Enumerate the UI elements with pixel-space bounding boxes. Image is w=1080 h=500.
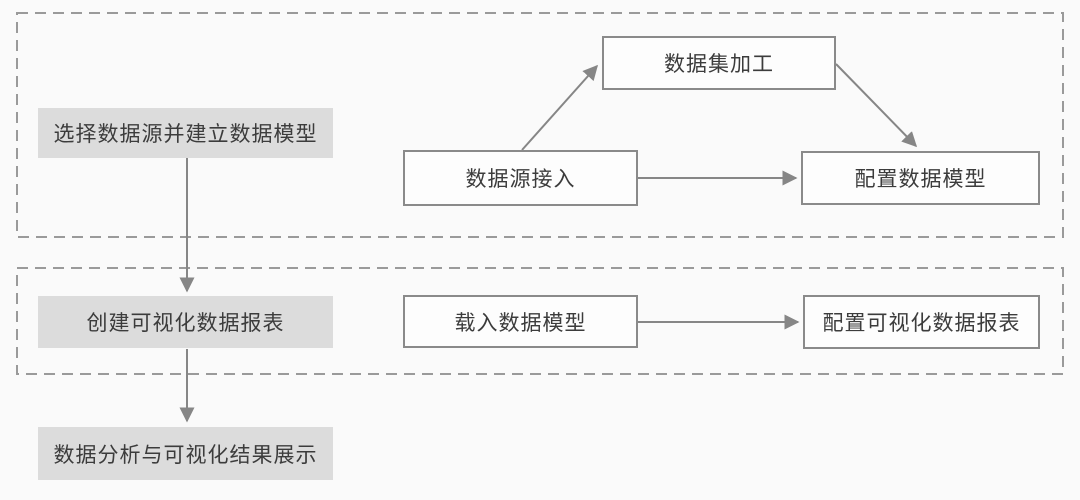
node-data-source-access: 数据源接入	[403, 150, 638, 206]
arrow-dataset-processing-to-configure-model	[835, 63, 918, 148]
stage1-dashed-container	[16, 12, 1064, 238]
node-analysis-result-display: 数据分析与可视化结果展示	[38, 427, 333, 480]
node-create-visual-report: 创建可视化数据报表	[38, 296, 333, 348]
arrow-source-access-to-dataset-processing	[521, 64, 598, 151]
node-select-data-source: 选择数据源并建立数据模型	[38, 108, 333, 158]
stage2-dashed-container	[16, 267, 1064, 375]
node-load-data-model: 载入数据模型	[403, 295, 638, 348]
node-configure-visual-report: 配置可视化数据报表	[803, 295, 1040, 349]
node-dataset-processing: 数据集加工	[602, 36, 836, 90]
node-configure-data-model: 配置数据模型	[801, 151, 1040, 205]
